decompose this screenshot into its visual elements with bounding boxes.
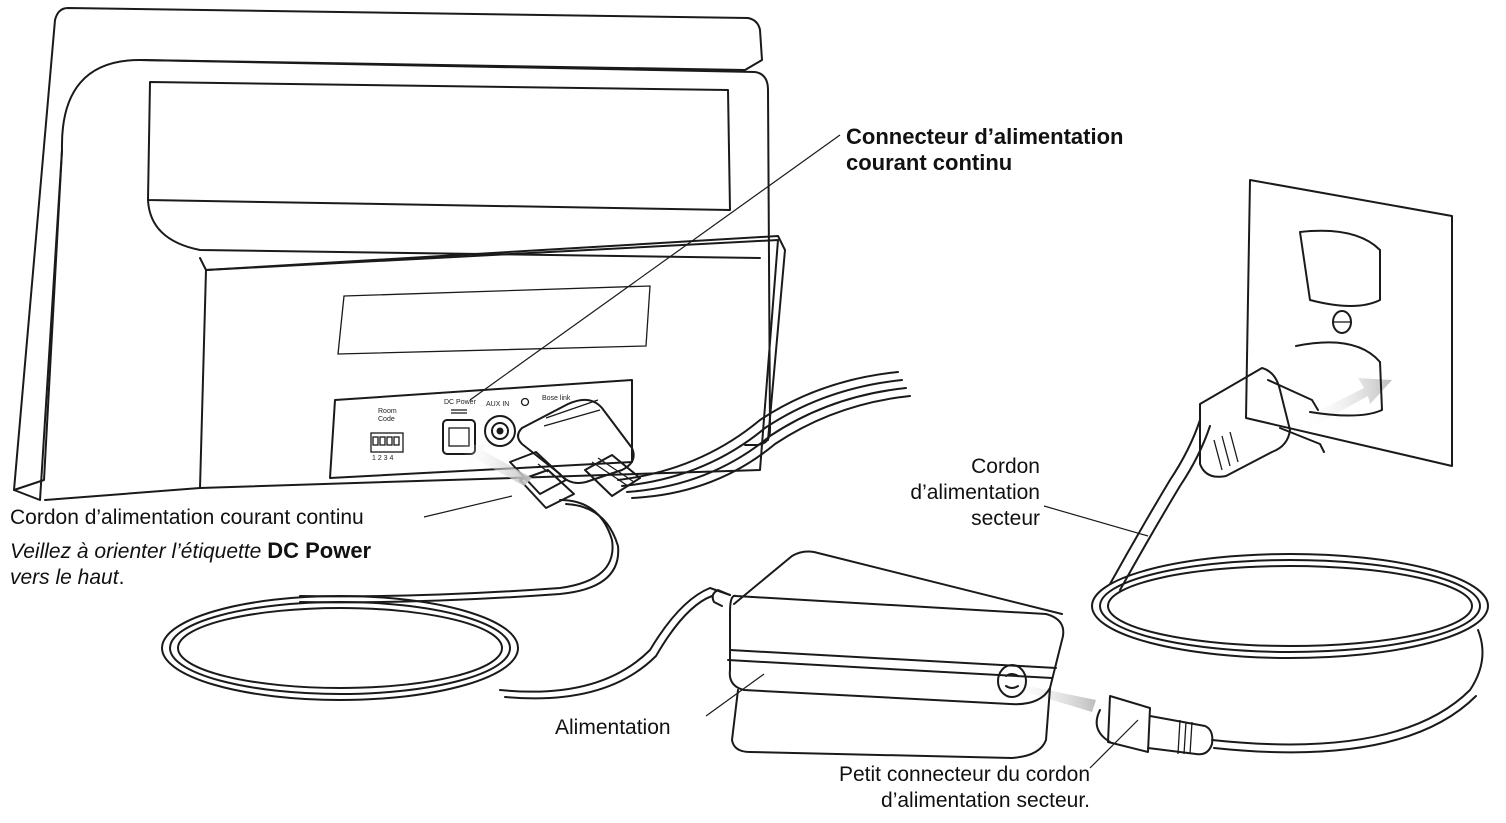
dc-insert-arrow bbox=[460, 444, 532, 486]
dc-note-end: . bbox=[118, 566, 125, 589]
dc-note-line2: vers le haut bbox=[10, 566, 119, 589]
wall-outlet bbox=[1245, 179, 1453, 467]
small-ac-connector bbox=[1095, 695, 1214, 756]
leader-dc-connector bbox=[469, 134, 841, 401]
room-code-text-1: Room bbox=[378, 408, 397, 415]
dc-connector-label: Connecteur d’alimentation courant contin… bbox=[846, 124, 1123, 176]
ac-cord-coil bbox=[1091, 419, 1489, 754]
room-code-digits: 1 2 3 4 bbox=[372, 455, 394, 462]
dc-connector-label-line2: courant continu bbox=[846, 150, 1013, 175]
outlet-screw bbox=[1332, 310, 1352, 334]
ac-cord-label-line3: secteur bbox=[971, 507, 1040, 530]
small-connector-label-line1: Petit connecteur du cordon bbox=[839, 763, 1090, 786]
dc-note-prefix: Veillez à orienter l’étiquette bbox=[10, 540, 268, 563]
ac-cord-label: Cordon d’alimentation secteur bbox=[900, 454, 1040, 532]
ac-plug bbox=[1199, 367, 1325, 478]
small-connector-label-line2: d’alimentation secteur. bbox=[881, 789, 1090, 812]
room-code-text-2: Code bbox=[378, 416, 395, 423]
dc-power-plug bbox=[299, 451, 620, 604]
aux-in-jack bbox=[484, 415, 516, 447]
room-code-switches bbox=[370, 432, 404, 453]
psu-ac-socket bbox=[997, 664, 1027, 698]
dc-power-socket bbox=[442, 419, 476, 455]
bose-link-cable bbox=[517, 371, 911, 499]
dc-cord-label: Cordon d’alimentation courant continu bbox=[10, 506, 364, 529]
leader-power-supply bbox=[705, 673, 765, 717]
ac-cord-label-line2: d’alimentation bbox=[910, 481, 1040, 504]
bose-link-text: Bose link bbox=[542, 395, 571, 402]
leader-dc-cord bbox=[423, 495, 513, 518]
power-supply-brick bbox=[711, 550, 1065, 759]
ac-cord-label-line1: Cordon bbox=[971, 455, 1040, 478]
wall-insert-arrow bbox=[1300, 378, 1392, 430]
aux-in-text: AUX IN bbox=[486, 401, 509, 408]
power-supply-label: Alimentation bbox=[555, 716, 671, 739]
speaker-unit: Room Code 1 2 3 4 DC Power AUX IN Bose l… bbox=[13, 7, 786, 501]
dc-cord-coil bbox=[161, 587, 731, 701]
small-connector-label: Petit connecteur du cordon d’alimentatio… bbox=[760, 762, 1090, 814]
leader-small-connector bbox=[1089, 719, 1139, 769]
dc-connector-label-line1: Connecteur d’alimentation bbox=[846, 124, 1124, 149]
leader-ac-cord bbox=[1043, 505, 1149, 537]
dc-orientation-note: Veillez à orienter l’étiquette DC Power … bbox=[10, 538, 371, 591]
dc-power-text: DC Power bbox=[444, 399, 477, 406]
dc-note-bold: DC Power bbox=[267, 538, 372, 563]
